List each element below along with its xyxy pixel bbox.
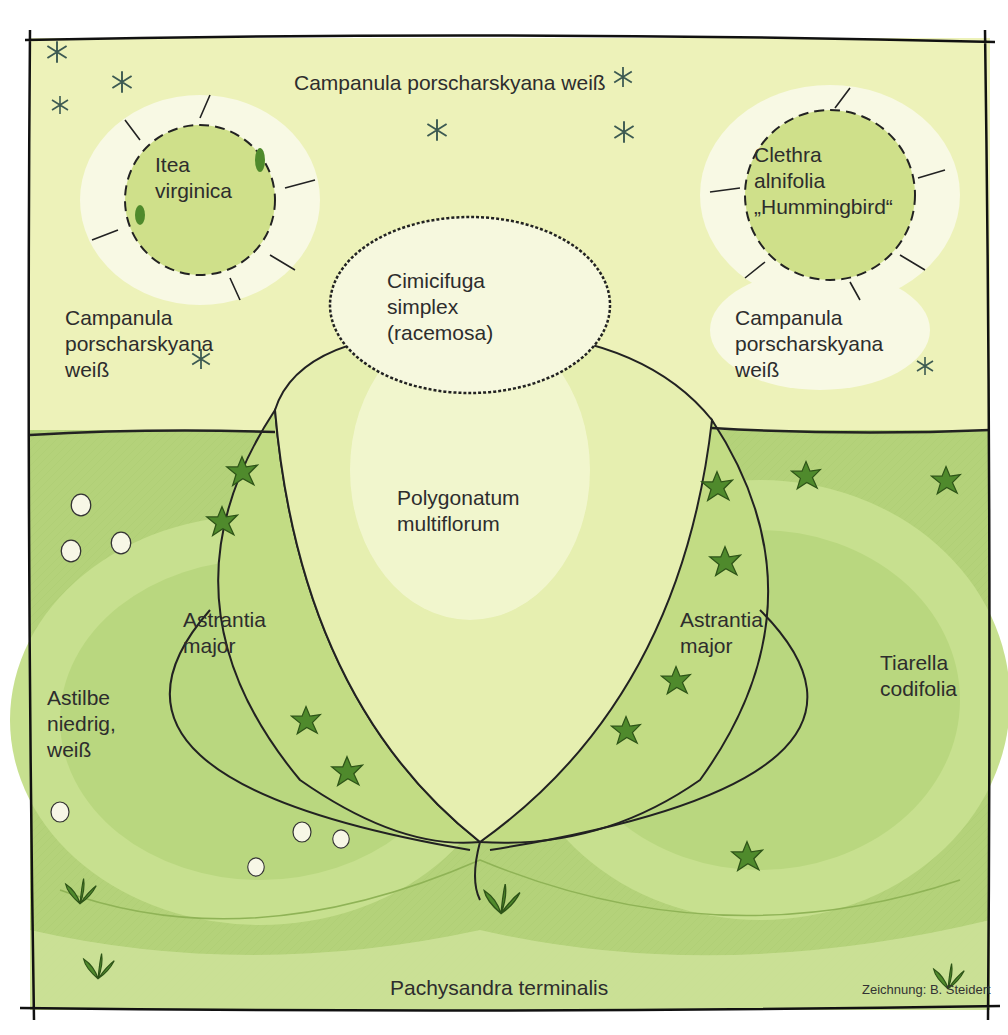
plant-name: Astilbe niedrig, weiß [47, 685, 116, 763]
plant-area: Pachysandra terminalis [388, 973, 610, 1003]
plant-name: Pachysandra terminalis [390, 975, 608, 1001]
plant-area: Itea virginica [153, 150, 234, 206]
plant-area: Astilbe niedrig, weiß [45, 683, 118, 765]
plant-name: Tiarella codifolia [880, 650, 957, 702]
plant-name: Campanula porscharskyana weiß [65, 305, 213, 383]
plant-name: Astrantia major [680, 607, 763, 659]
plant-name: Cimicifuga simplex (racemosa) [387, 268, 493, 346]
plant-area: Polygonatum multiflorum [395, 483, 522, 539]
plant-area: Astrantia major [678, 605, 765, 661]
plant-area: Astrantia major [181, 605, 268, 661]
plant-name: Astrantia major [183, 607, 266, 659]
plant-name: Campanula porscharskyana weiß [294, 70, 606, 96]
plant-name: Campanula porscharskyana weiß [735, 305, 883, 383]
plant-name: Clethra alnifolia „Hummingbird“ [754, 142, 893, 220]
plant-area: Cimicifuga simplex (racemosa) [385, 266, 495, 348]
plant-name: Itea virginica [155, 152, 232, 204]
plant-area: Campanula porscharskyana weiß [63, 303, 215, 385]
plant-area: Clethra alnifolia „Hummingbird“ [752, 140, 895, 222]
plant-area: Campanula porscharskyana weiß [733, 303, 885, 385]
plant-area: Tiarella codifolia [878, 648, 959, 704]
plant-area: Campanula porscharskyana weiß [292, 68, 608, 98]
credit-note: Zeichnung: B. Steidert [862, 982, 991, 997]
plant-name: Polygonatum multiflorum [397, 485, 520, 537]
